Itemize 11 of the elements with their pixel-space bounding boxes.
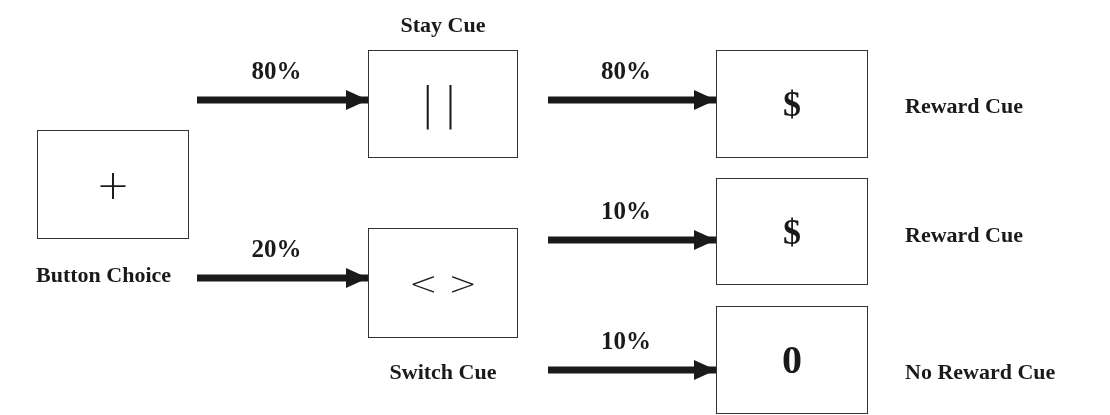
cue-symbol: 0	[782, 340, 802, 380]
cue-caption: Switch Cue	[388, 359, 498, 386]
cue-label: Reward Cue	[905, 93, 1023, 119]
cue-caption: Button Choice	[34, 262, 173, 289]
cue-symbol: +	[96, 164, 130, 205]
cue-label: Reward Cue	[905, 222, 1023, 248]
cue-symbol: < >	[409, 266, 477, 300]
cue-symbol: $	[783, 213, 801, 250]
cue-caption: Stay Cue	[399, 12, 487, 39]
cue-label: No Reward Cue	[905, 359, 1056, 385]
cue-symbol: $	[783, 86, 801, 122]
